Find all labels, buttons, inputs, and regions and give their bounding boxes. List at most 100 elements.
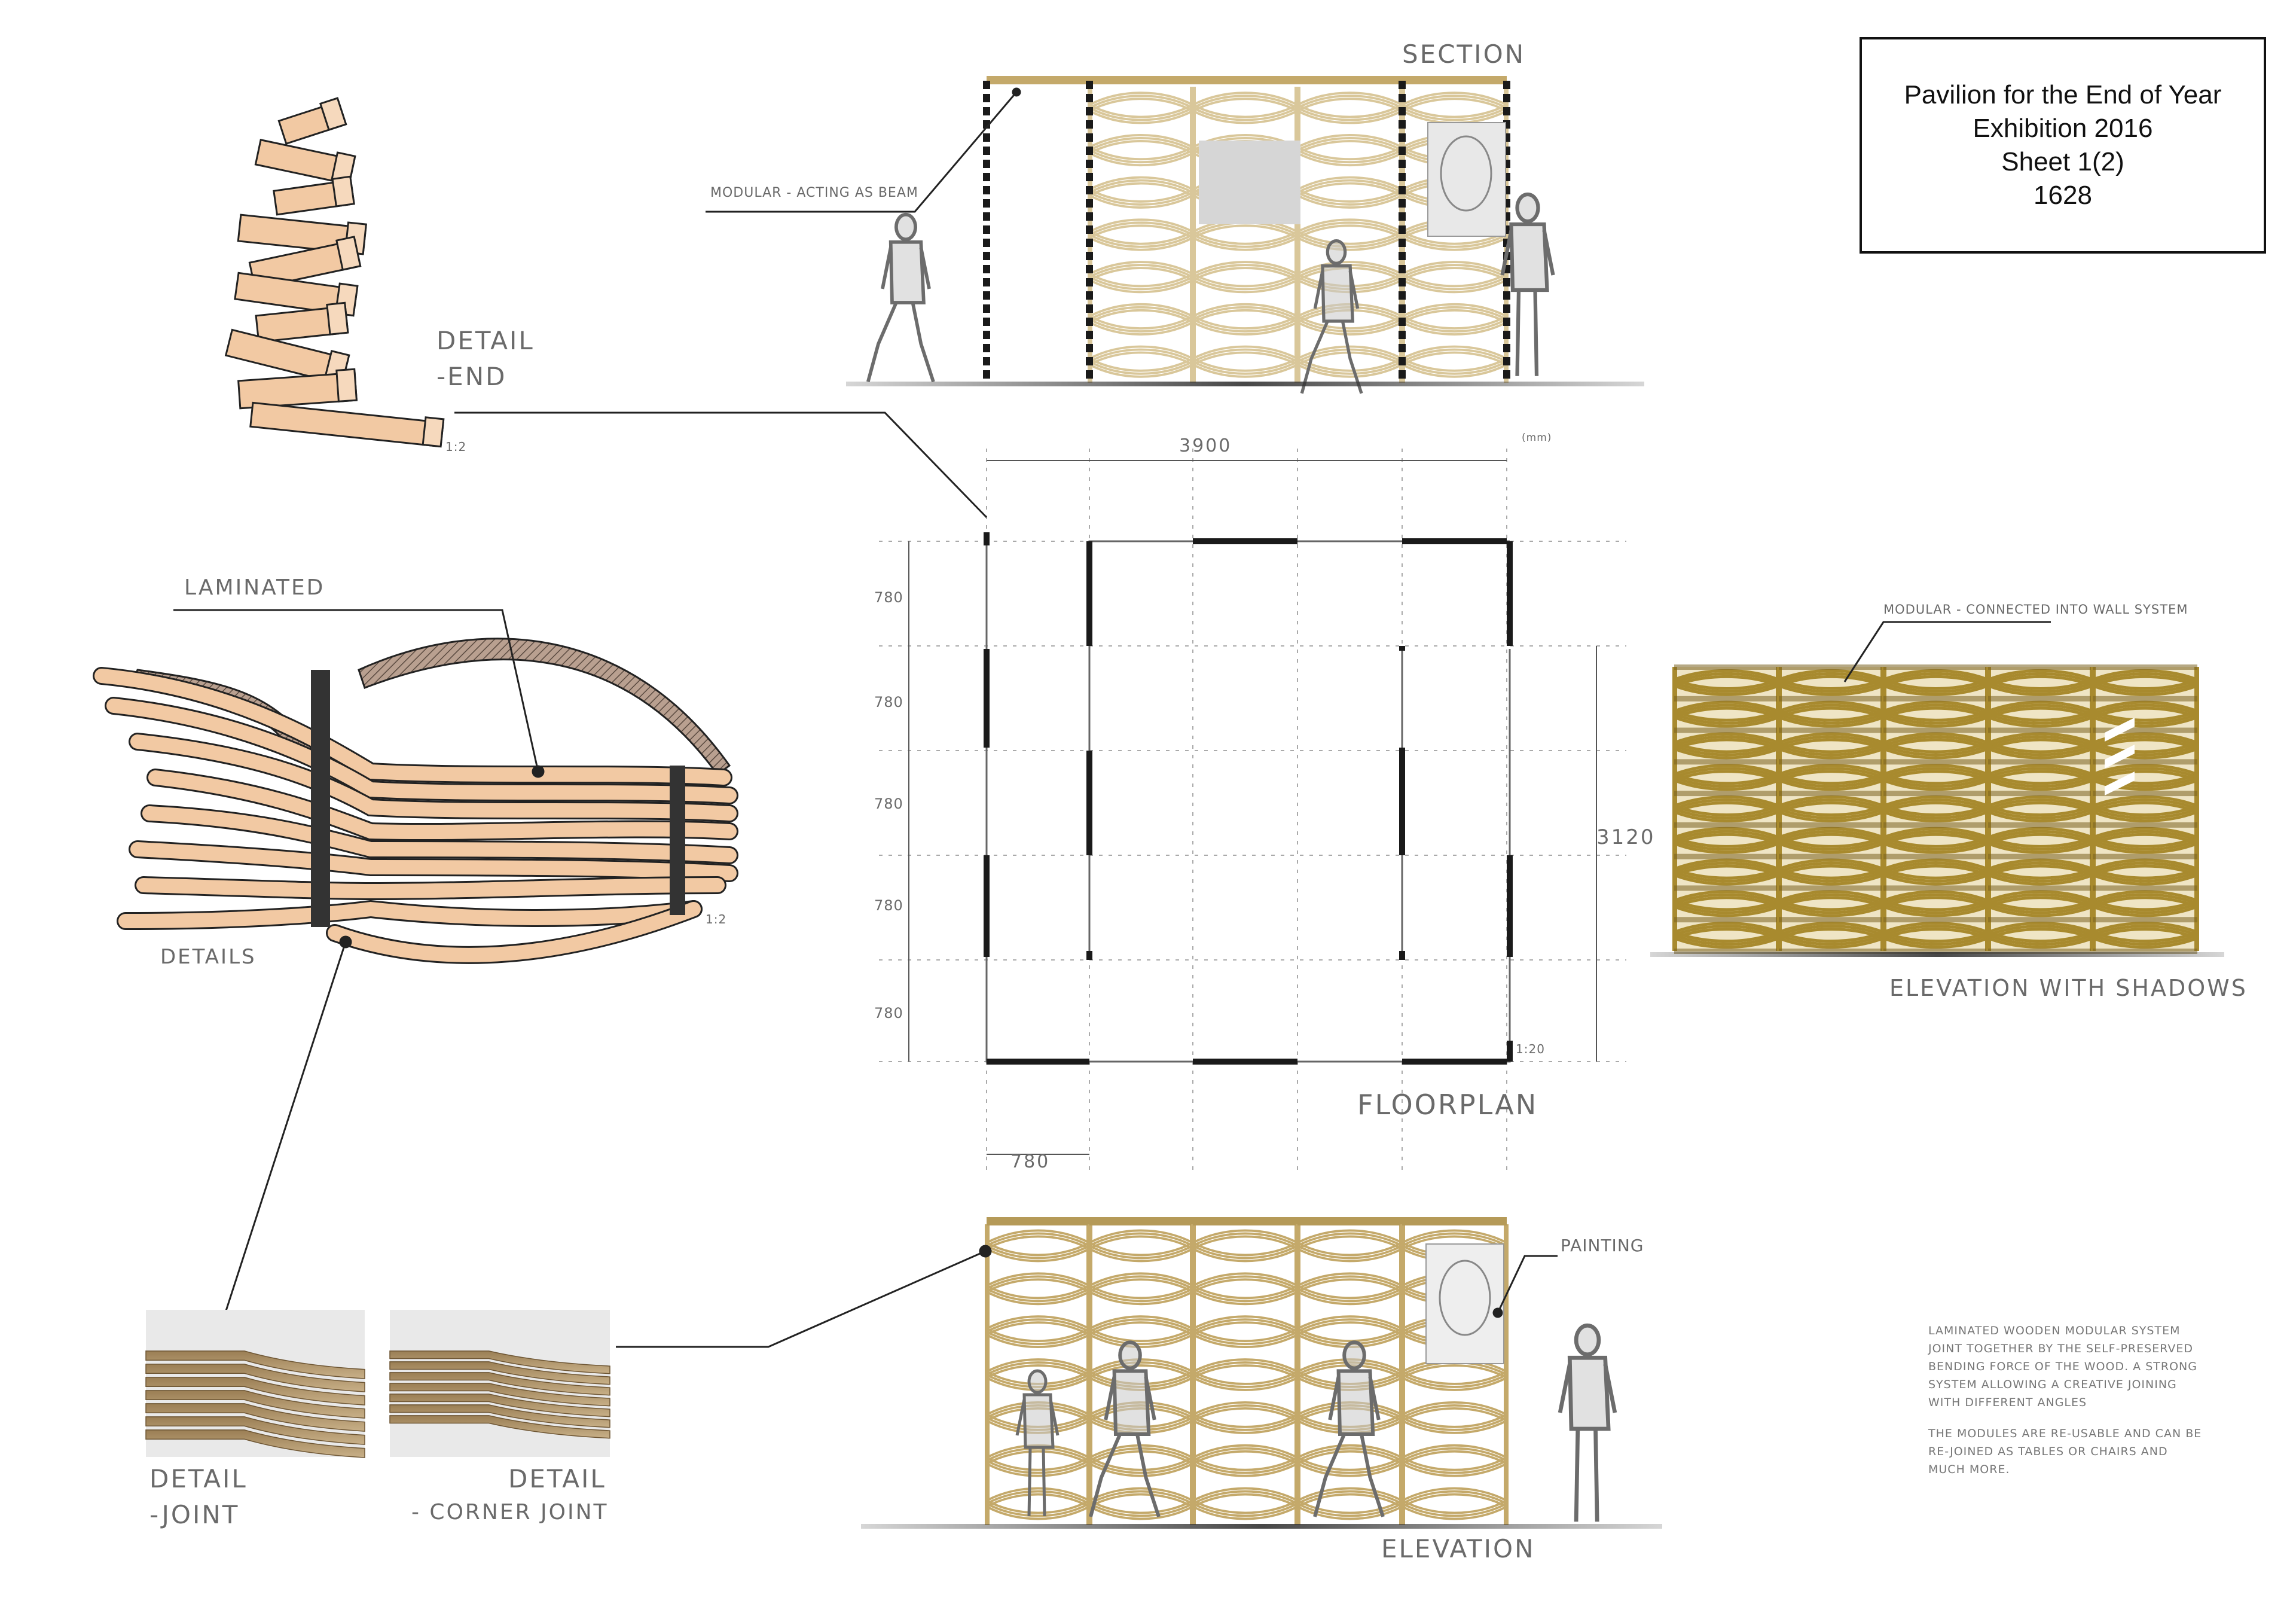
shadow-slat xyxy=(1779,664,1883,670)
weave-strip xyxy=(1987,827,2093,839)
title-line-2: Exhibition 2016 xyxy=(1973,114,2153,143)
weave-strip xyxy=(1089,194,1193,209)
weave-strip xyxy=(1089,1493,1193,1508)
shadow-slat xyxy=(1779,917,1883,923)
weave-strip xyxy=(1402,1450,1507,1465)
figure-head xyxy=(1574,1323,1601,1357)
weave-strip xyxy=(986,1487,1090,1502)
post-block xyxy=(1503,370,1510,379)
weave-strip xyxy=(1778,899,1884,911)
figure-arm xyxy=(1348,270,1360,309)
floorplan-label: FLOORPLAN xyxy=(1357,1089,1538,1121)
weave-strip xyxy=(1402,92,1507,106)
laminated-strip xyxy=(142,806,737,862)
weave-strip xyxy=(1089,1364,1193,1379)
weave-strip xyxy=(1674,675,1779,687)
dim-side-3: 780 xyxy=(874,795,903,812)
weave-strip xyxy=(1987,744,2093,757)
weave-strip xyxy=(2092,770,2198,782)
weave-strip xyxy=(1089,1462,1193,1477)
weave-strip xyxy=(1883,801,1989,813)
weave-strip xyxy=(1297,1450,1403,1465)
shadow-slat xyxy=(1988,885,2093,891)
weave-strip xyxy=(1402,1499,1507,1514)
board-end xyxy=(422,416,445,448)
shadow-opening xyxy=(2105,772,2135,795)
weave-strip xyxy=(1674,934,1779,946)
weave-strip xyxy=(1883,672,1989,684)
figure-head xyxy=(1342,1340,1366,1370)
shadow-slat xyxy=(2093,727,2197,733)
post-block xyxy=(1399,239,1406,247)
weave-strip xyxy=(2092,684,2198,696)
weave-strip xyxy=(2092,795,2198,807)
weave-strip xyxy=(1192,357,1298,372)
weave-strip xyxy=(1674,902,1779,914)
weave-strip xyxy=(1778,776,1884,788)
post-block xyxy=(983,225,990,234)
post-block xyxy=(1399,357,1406,365)
weave-strip xyxy=(1987,732,2093,745)
weave-strip xyxy=(986,1327,1090,1343)
module-post xyxy=(2194,667,2199,951)
weave-strip xyxy=(1778,864,1884,877)
weave-strip xyxy=(1297,1245,1403,1260)
weave-strip xyxy=(986,1245,1090,1260)
floorplan-drawing xyxy=(879,449,1626,1172)
laminated-strip xyxy=(94,669,731,785)
weave-strip xyxy=(1089,1327,1193,1343)
post-block xyxy=(983,147,990,155)
weave-strip xyxy=(1192,1278,1298,1293)
weave-strip xyxy=(1987,902,2093,914)
shadow-slat xyxy=(1674,917,1779,923)
weave-strip xyxy=(1402,1459,1507,1474)
weave-strip xyxy=(1297,176,1403,191)
notes-paragraph-2: The modules are re-usable and can be re-… xyxy=(1928,1427,2202,1476)
weave-strip xyxy=(1089,276,1193,291)
weave-strip xyxy=(2092,810,2198,823)
weave-strip xyxy=(1192,1456,1298,1471)
weave-strip xyxy=(1778,928,1884,940)
weave-strip xyxy=(1402,1416,1507,1431)
figure-head xyxy=(1027,1369,1048,1394)
detail-end-scale: 1:2 xyxy=(445,440,467,454)
weave-strip xyxy=(1297,1248,1403,1263)
weave-strip xyxy=(1297,1456,1403,1471)
weave-strip xyxy=(1674,830,1779,842)
weave-strip xyxy=(1192,1416,1298,1431)
weave-strip xyxy=(1987,776,2093,788)
weave-strip xyxy=(1089,176,1193,191)
weave-strip xyxy=(1192,1242,1298,1257)
weave-strip xyxy=(1297,345,1403,360)
weave-strip xyxy=(1192,1487,1298,1502)
weave-strip xyxy=(1089,1490,1193,1505)
weave-strip xyxy=(1297,315,1403,330)
weave-strip xyxy=(1402,1376,1507,1391)
elevation-shadows-drawing xyxy=(1650,664,2224,957)
weave-strip xyxy=(1089,1285,1193,1300)
weave-strip xyxy=(1883,899,1989,911)
dim-right: 3120 xyxy=(1596,825,1656,849)
weave-strip xyxy=(1883,867,1989,880)
post-block xyxy=(983,94,990,102)
weave-strip xyxy=(1883,715,1989,728)
weave-strip xyxy=(1883,836,1989,848)
weave-strip xyxy=(1192,1321,1298,1336)
weave-strip xyxy=(1778,833,1884,845)
weave-strip xyxy=(2092,672,2198,684)
shadow-module-bg xyxy=(1779,667,1883,951)
figure-torso xyxy=(1022,1393,1055,1449)
weave-strip xyxy=(1883,937,1989,949)
weave-strip xyxy=(1883,764,1989,776)
joint-block xyxy=(670,766,685,915)
weave-strip xyxy=(2092,836,2198,848)
weave-strip xyxy=(1883,934,1989,946)
weave-strip xyxy=(1402,1373,1507,1388)
weave-strip xyxy=(1674,732,1779,745)
weave-strip xyxy=(1778,861,1884,874)
weave-strip xyxy=(1192,1364,1298,1379)
weave-strip xyxy=(1778,836,1884,848)
shadow-slat xyxy=(1779,822,1883,828)
weave-strip xyxy=(986,1502,1090,1517)
weave-strip xyxy=(1089,1278,1193,1293)
